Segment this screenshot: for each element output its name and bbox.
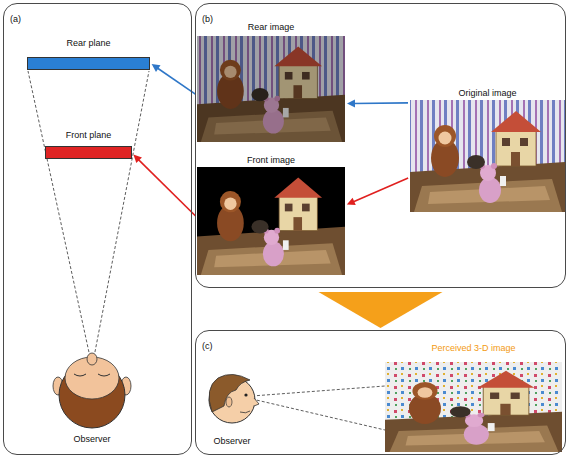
observer-head-side	[209, 374, 259, 423]
image-caption: Original image	[410, 88, 565, 99]
black-ground	[197, 167, 345, 275]
nose	[87, 353, 97, 365]
block-arrow-shape	[319, 292, 443, 328]
arrowhead	[347, 99, 355, 107]
observer-label: Observer	[213, 436, 250, 447]
arrow-line	[353, 102, 408, 104]
arrow	[347, 178, 408, 205]
front-photo	[197, 167, 345, 275]
depth-plane: Front plane	[45, 130, 132, 159]
image-box: Rear image	[197, 22, 345, 142]
scene	[410, 111, 565, 212]
nose	[254, 398, 259, 406]
eye	[244, 393, 247, 396]
arrowhead	[347, 198, 356, 205]
original-photo	[410, 100, 565, 212]
image-box: Front image	[197, 155, 345, 275]
scene	[385, 371, 562, 452]
eye	[98, 374, 110, 376]
plane-bar	[45, 146, 132, 159]
sight-line	[28, 71, 90, 357]
sight-line	[94, 71, 149, 357]
rear-photo	[197, 36, 345, 142]
scene	[197, 178, 345, 275]
arrow	[347, 99, 408, 107]
arrow	[152, 64, 196, 94]
image-caption: Rear image	[197, 22, 345, 33]
panel: (b)Rear imageFront image Original image	[195, 3, 566, 288]
depth-plane: Rear plane	[27, 38, 150, 70]
arrowhead	[152, 64, 161, 72]
eye	[74, 374, 86, 376]
image-box: Perceived 3-D image	[385, 343, 562, 452]
image-caption: Front image	[197, 155, 345, 166]
panel-letter: (c)	[202, 341, 213, 352]
arrow-line	[157, 67, 196, 94]
observer-label: Observer	[73, 434, 110, 445]
arrowhead	[133, 155, 142, 163]
panel-letter: (b)	[202, 14, 213, 25]
arrow	[133, 155, 195, 216]
ear	[226, 397, 232, 407]
arrow-line	[138, 159, 196, 216]
perceived-photo	[385, 362, 562, 452]
image-caption: Perceived 3-D image	[385, 343, 562, 354]
image-caption: Rear plane	[27, 38, 150, 49]
image-caption: Front plane	[45, 130, 132, 141]
block-arrow	[319, 292, 443, 328]
mouth	[240, 411, 250, 413]
curtain	[385, 362, 562, 452]
shade	[197, 36, 345, 142]
plane-bar	[27, 57, 150, 70]
arrow-line	[352, 178, 408, 202]
panel-letter: (a)	[10, 14, 21, 25]
curtain	[197, 36, 345, 142]
panel: (a) Rear planeFront plane	[3, 3, 192, 455]
sight-line	[252, 399, 385, 430]
hair	[209, 374, 250, 412]
observer-head-top	[53, 353, 131, 428]
image-box: Original image	[410, 88, 565, 212]
panel: (c) Perceived 3-D image	[195, 330, 566, 455]
curtain	[410, 100, 565, 212]
sight-line	[252, 386, 385, 396]
